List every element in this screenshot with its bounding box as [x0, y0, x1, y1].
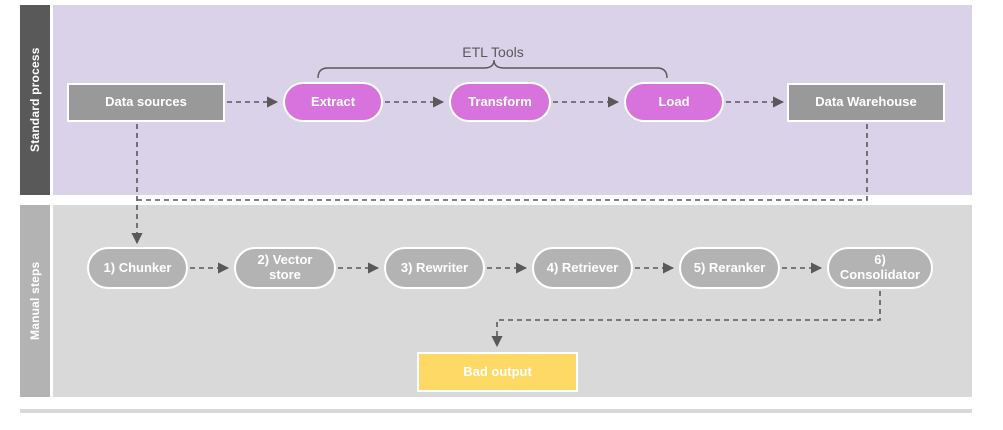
node-chunker[interactable]: 1) Chunker [87, 247, 188, 289]
node-reranker[interactable]: 5) Reranker [679, 247, 780, 289]
node-load[interactable]: Load [624, 82, 724, 122]
etl-tools-label: ETL Tools [462, 44, 524, 60]
node-extract[interactable]: Extract [283, 82, 383, 122]
node-data-sources[interactable]: Data sources [67, 83, 225, 122]
node-rewriter[interactable]: 3) Rewriter [384, 247, 485, 289]
node-data-warehouse[interactable]: Data Warehouse [787, 83, 945, 122]
connector-consolidator-bad-output [491, 291, 881, 348]
connector-data-warehouse-feedback [137, 124, 868, 201]
node-consolidator[interactable]: 6) Consolidator [827, 247, 933, 289]
etl-tools-bracket [317, 59, 668, 79]
node-bad-output[interactable]: Bad output [417, 352, 578, 392]
node-retriever[interactable]: 4) Retriever [532, 247, 633, 289]
node-vector-store[interactable]: 2) Vector store [234, 247, 336, 289]
bottom-divider-rule [20, 409, 972, 413]
node-transform[interactable]: Transform [449, 82, 551, 122]
